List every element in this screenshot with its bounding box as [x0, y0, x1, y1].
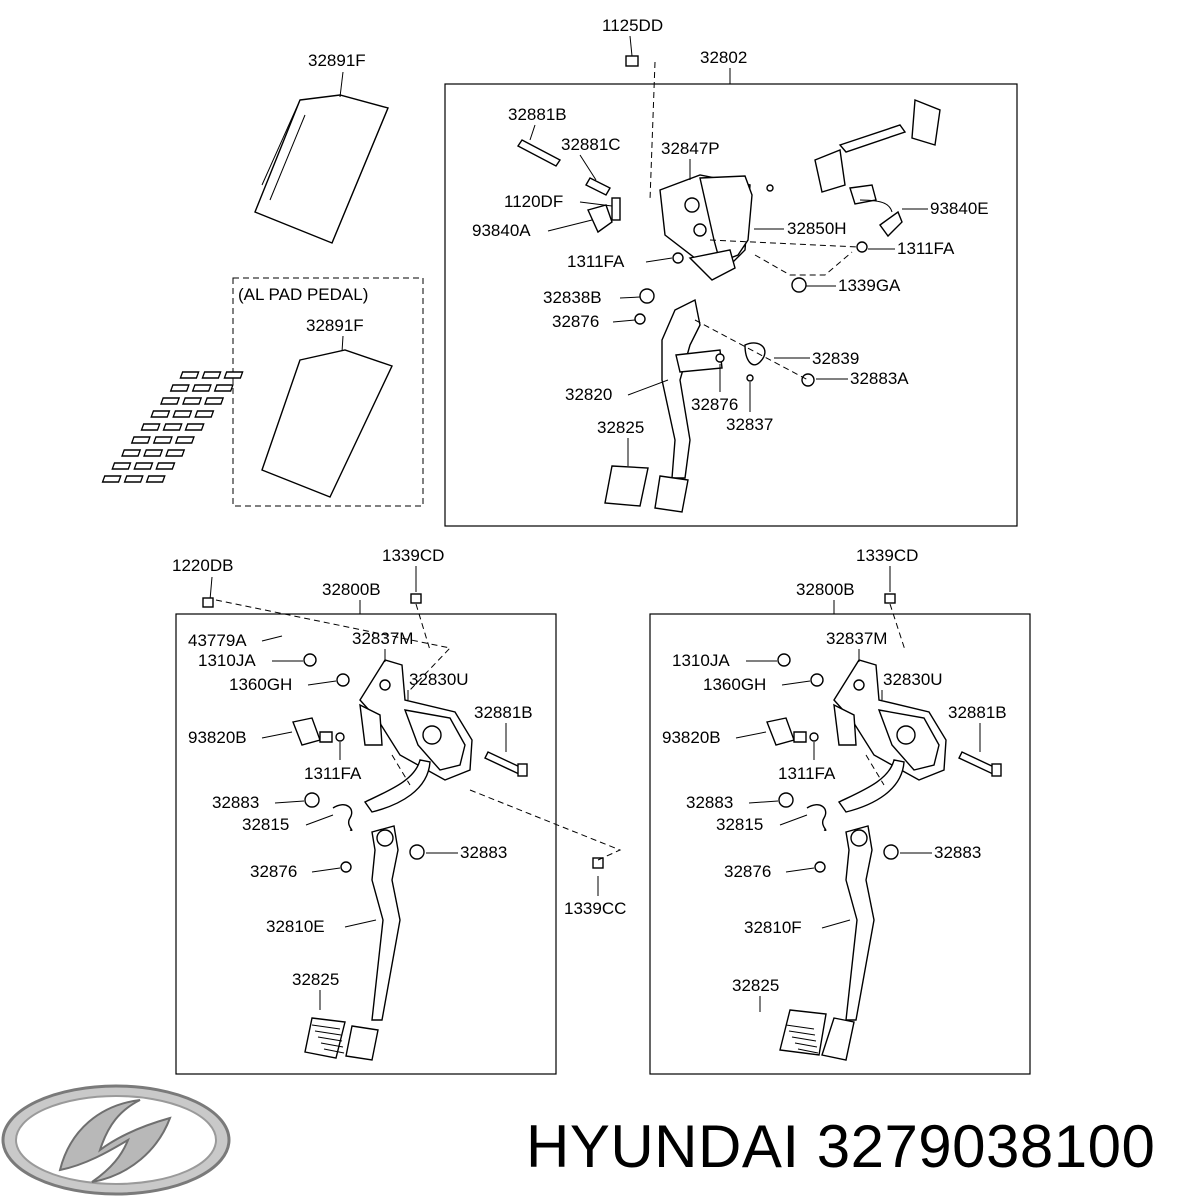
left_assembly-callout-label: 1310JA — [198, 651, 256, 670]
right-pedal-assembly — [766, 653, 1002, 1061]
left_assembly-callout-label: 32837M — [352, 629, 413, 648]
left_assembly-callout-label: 32876 — [250, 862, 297, 881]
left_assembly-callout-label: 32810E — [266, 917, 325, 936]
top_assembly-callout-label: 32876 — [691, 395, 738, 414]
pedal-pad-part — [254, 71, 389, 244]
right_assembly-callout-label: 32837M — [826, 629, 887, 648]
top_assembly-callout-label: 32820 — [565, 385, 612, 404]
top_assembly-callout-label: 93840E — [930, 199, 989, 218]
top-dashed-lines — [694, 239, 859, 381]
top-pedal-arm — [604, 288, 815, 513]
top_assembly-callout-label: 1311FA — [897, 239, 955, 258]
right_assembly-callout-label: 32815 — [716, 815, 763, 834]
label-32800B-left: 32800B — [322, 580, 381, 599]
left_assembly-callout-label: 32881B — [474, 703, 533, 722]
label-32800B-right: 32800B — [796, 580, 855, 599]
label-1339CD-right: 1339CD — [856, 546, 918, 565]
top_assembly-callout-label: 32825 — [597, 418, 644, 437]
left_assembly-callout-label: 43779A — [188, 631, 247, 650]
left_assembly-callout-label: 1360GH — [229, 675, 292, 694]
top-nuts — [791, 241, 868, 293]
top_assembly-callout-label: 32881C — [561, 135, 621, 154]
top_assembly-callout-label: 1120DF — [504, 192, 563, 211]
al-pad-box — [232, 277, 424, 507]
left_assembly-callout-label: 32830U — [409, 670, 469, 689]
left-pedal-assembly — [292, 653, 528, 1061]
left_assembly-callout-label: 32883 — [212, 793, 259, 812]
top-pin-parts — [516, 139, 684, 264]
right_assembly-callout-label: 32830U — [883, 670, 943, 689]
label-32802: 32802 — [700, 48, 747, 67]
top_assembly-callout-label: 32876 — [552, 312, 599, 331]
top_assembly-callout-label: 32847P — [661, 139, 720, 158]
label-1339CD-left: 1339CD — [382, 546, 444, 565]
al-pedal-pad-part — [101, 349, 393, 498]
top_assembly-callout-label: 32881B — [508, 105, 567, 124]
right_assembly-callout-label: 1360GH — [703, 675, 766, 694]
hyundai-logo — [1, 1084, 231, 1196]
top_assembly-callout-label: 32839 — [812, 349, 859, 368]
bolt-1125DD — [625, 55, 656, 201]
brand-part-number: HYUNDAI 3279038100 — [526, 1113, 1156, 1180]
left_assembly-callout-label: 32815 — [242, 815, 289, 834]
right_assembly-callout-label: 32825 — [732, 976, 779, 995]
right_assembly-callout-label: 1310JA — [672, 651, 730, 670]
right_assembly-callout-label: 32810F — [744, 918, 802, 937]
right_assembly-callout-label: 32883 — [686, 793, 733, 812]
top_assembly-callout-label: 1311FA — [567, 252, 625, 271]
left_assembly-callout-label: 93820B — [188, 728, 247, 747]
top_assembly-callout-label: 1339GA — [838, 276, 901, 295]
right-assembly-box — [649, 613, 1031, 1075]
top_assembly-callout-label: 93840A — [472, 221, 531, 240]
label-1339CC: 1339CC — [564, 899, 626, 918]
left_assembly-callout-label: 32883 — [460, 843, 507, 862]
label-pad-al: 32891F — [306, 316, 364, 335]
top_assembly-callout-label: 32838B — [543, 288, 602, 307]
label-pad-top: 32891F — [308, 51, 366, 70]
right_assembly-callout-label: 32876 — [724, 862, 771, 881]
left-assembly-box — [175, 613, 557, 1075]
top_assembly-callout-label: 32883A — [850, 369, 909, 388]
top-bracket-part — [659, 174, 753, 281]
right_assembly-callout-label: 32883 — [934, 843, 981, 862]
label-1125DD: 1125DD — [602, 16, 663, 35]
right_assembly-callout-label: 32881B — [948, 703, 1007, 722]
left_assembly-callout-label: 1311FA — [304, 764, 362, 783]
top-assembly-box — [444, 83, 1018, 527]
left_assembly-callout-label: 32825 — [292, 970, 339, 989]
al-pad-title: (AL PAD PEDAL) — [238, 285, 368, 304]
right_assembly-callout-label: 93820B — [662, 728, 721, 747]
top-switch-part — [766, 98, 941, 238]
top_assembly-callout-label: 32850H — [787, 219, 847, 238]
top_assembly-callout-label: 32837 — [726, 415, 773, 434]
right_assembly-callout-label: 1311FA — [778, 764, 836, 783]
label-1220DB: 1220DB — [172, 556, 233, 575]
